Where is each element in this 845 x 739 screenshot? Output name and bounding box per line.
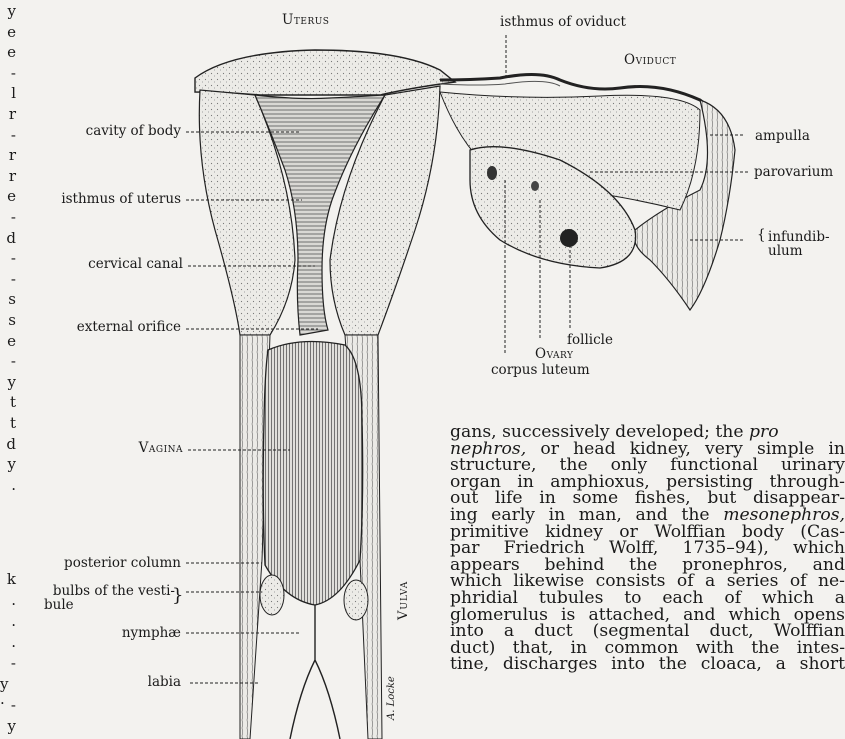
follicle-mark [560, 229, 578, 247]
label-vagina: Vagina [139, 441, 183, 456]
label-ovary: Ovary [535, 347, 573, 362]
label-bulbs-2: bule [44, 598, 74, 613]
label-vulva: Vulva [396, 581, 411, 620]
label-ampulla: ampulla [755, 129, 810, 144]
vaginal-canal [263, 341, 362, 605]
label-isthmus-of-uterus: isthmus of uterus [61, 192, 181, 207]
label-parovarium: parovarium [754, 165, 833, 180]
label-cavity-of-body: cavity of body [86, 124, 181, 139]
label-oviduct: Oviduct [624, 53, 676, 68]
label-labia: labia [148, 675, 181, 690]
label-posterior-column: posterior column [64, 556, 181, 571]
label-infundibulum-2: ulum [768, 244, 803, 259]
vestibule-bulb-left [260, 575, 284, 615]
label-external-orifice: external orifice [77, 320, 181, 335]
engraver-signature: A. Locke [384, 676, 399, 720]
label-isthmus-of-oviduct: isthmus of oviduct [500, 15, 626, 30]
label-follicle: follicle [567, 333, 613, 348]
bracket-bulbs: } [172, 588, 183, 603]
text-line: tine, discharges into the cloaca, a shor… [450, 656, 845, 673]
label-nymphae: nymphæ [122, 626, 181, 641]
bracket-infundibulum: { [757, 228, 766, 243]
label-cervical-canal: cervical canal [88, 257, 183, 272]
vestibule-bulb-right [344, 580, 368, 620]
label-uterus: Uterus [282, 13, 329, 28]
vulva-cleft [290, 605, 340, 739]
label-corpus-luteum: corpus luteum [491, 363, 590, 378]
corpus-luteum-mark [487, 166, 497, 180]
uterine-fundus [195, 50, 455, 95]
